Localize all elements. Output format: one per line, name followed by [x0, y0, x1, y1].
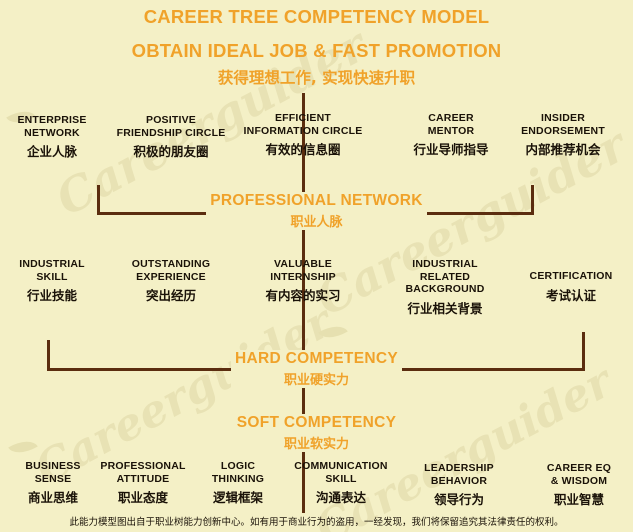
node-insider-endorsement: INSIDER ENDORSEMENT 内部推荐机会: [521, 112, 605, 157]
section-heading-soft-competency: SOFT COMPETENCY 职业软实力: [0, 414, 633, 452]
node-career-mentor: CAREER MENTOR 行业导师指导: [413, 112, 489, 157]
node-communication-skill: COMMUNICATION SKILL 沟通表达: [294, 460, 388, 505]
node-professional-attitude: PROFESSIONAL ATTITUDE 职业态度: [100, 460, 186, 505]
node-career-eq-wisdom: CAREER EQ & WISDOM 职业智慧: [546, 462, 612, 507]
bracket-right-arm: [582, 332, 585, 371]
node-positive-friendship-circle: POSITIVE FRIENDSHIP CIRCLE 积极的朋友圈: [116, 114, 226, 159]
section-heading-hard-competency: HARD COMPETENCY 职业硬实力: [0, 350, 633, 388]
node-certification: CERTIFICATION 考试认证: [529, 270, 613, 303]
node-valuable-internship: VALUABLE INTERNSHIP 有内容的实习: [265, 258, 341, 303]
diagram-subtitle-chinese: 获得理想工作, 实现快速升职: [217, 69, 416, 87]
node-industrial-skill: INDUSTRIAL SKILL 行业技能: [19, 258, 85, 303]
diagram-title: CAREER TREE COMPETENCY MODEL: [143, 6, 490, 27]
copyright-notice: 此能力模型图出自于职业树能力创新中心。如有用于商业行为的盗用，一经发现，我们将保…: [69, 517, 564, 528]
section-heading-professional-network: PROFESSIONAL NETWORK 职业人脉: [0, 192, 633, 230]
node-business-sense: BUSINESS SENSE 商业思维: [25, 460, 81, 505]
bracket-left-arm: [97, 185, 100, 214]
node-outstanding-experience: OUTSTANDING EXPERIENCE 突出经历: [131, 258, 211, 303]
node-industrial-related-background: INDUSTRIAL RELATED BACKGROUND 行业相关背景: [405, 258, 485, 316]
node-enterprise-network: ENTERPRISE NETWORK 企业人脉: [17, 114, 87, 159]
node-efficient-information-circle: EFFICIENT INFORMATION CIRCLE 有效的信息圈: [243, 112, 363, 157]
node-logic-thinking: LOGIC THINKING 逻辑框架: [211, 460, 265, 505]
watermark-leaf-icon: [318, 319, 348, 345]
node-leadership-behavior: LEADERSHIP BEHAVIOR 领导行为: [424, 462, 494, 507]
bracket-left-arm: [47, 340, 50, 371]
tree-trunk: [302, 93, 305, 513]
bracket-right-arm: [531, 185, 534, 214]
diagram-subtitle: OBTAIN IDEAL JOB & FAST PROMOTION: [131, 40, 502, 61]
